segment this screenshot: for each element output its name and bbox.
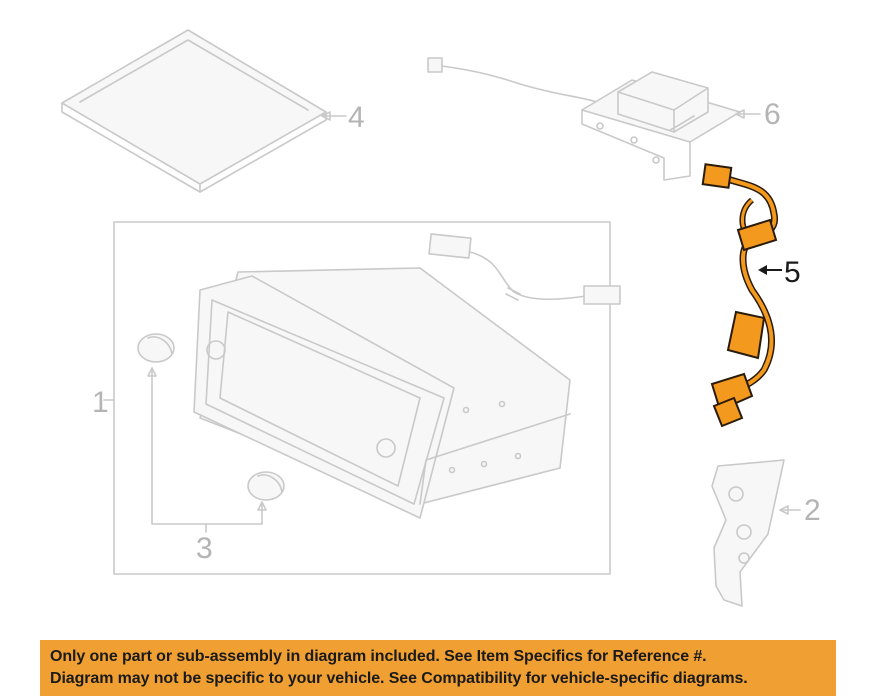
disclaimer-line-2: Diagram may not be specific to your vehi… [50, 670, 748, 687]
part-3-knobs [137, 333, 285, 533]
disclaimer-banner: Only one part or sub-assembly in diagram… [40, 640, 836, 696]
callout-6: 6 [764, 98, 781, 131]
part-6-module [427, 57, 761, 181]
callout-5: 5 [784, 256, 801, 289]
disclaimer-line-1: Only one part or sub-assembly in diagram… [50, 648, 707, 665]
parts-diagram: 4 6 1 [61, 29, 821, 607]
part-4-pad [61, 29, 347, 193]
callout-1: 1 [92, 386, 109, 419]
callout-4: 4 [348, 101, 365, 134]
callout-2: 2 [804, 494, 821, 527]
part-1-head-unit [193, 233, 621, 519]
callout-3: 3 [196, 532, 213, 565]
part-2-bracket [711, 459, 801, 607]
assembly-1-frame [113, 221, 611, 575]
part-5-wire-harness [701, 163, 782, 428]
